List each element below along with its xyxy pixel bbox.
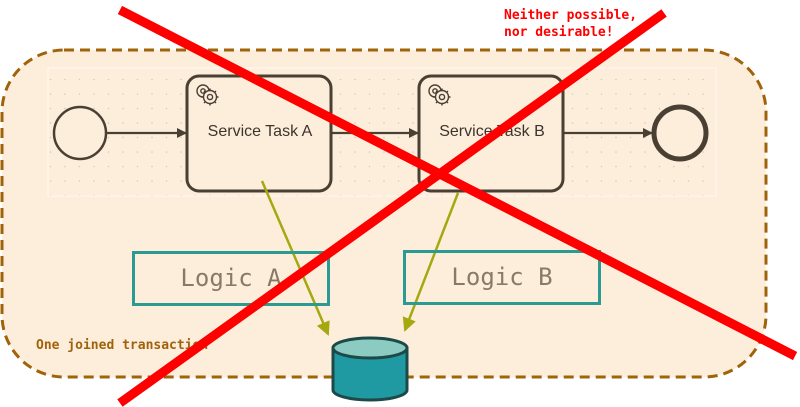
logic-b-box[interactable]: Logic B [403, 250, 601, 305]
note-line-2: nor desirable! [504, 25, 614, 40]
task-label-a: Service Task A [207, 123, 313, 140]
logic-a-box[interactable]: Logic A [132, 251, 330, 306]
start-event[interactable] [52, 105, 108, 161]
annotation-note: Neither possible, nor desirable! [504, 7, 637, 41]
note-line-1: Neither possible, [504, 8, 638, 23]
task-label-b: Service Task B [439, 123, 545, 140]
database-icon [331, 336, 409, 402]
transaction-label: One joined transaction [36, 338, 209, 353]
end-event[interactable] [651, 104, 709, 162]
